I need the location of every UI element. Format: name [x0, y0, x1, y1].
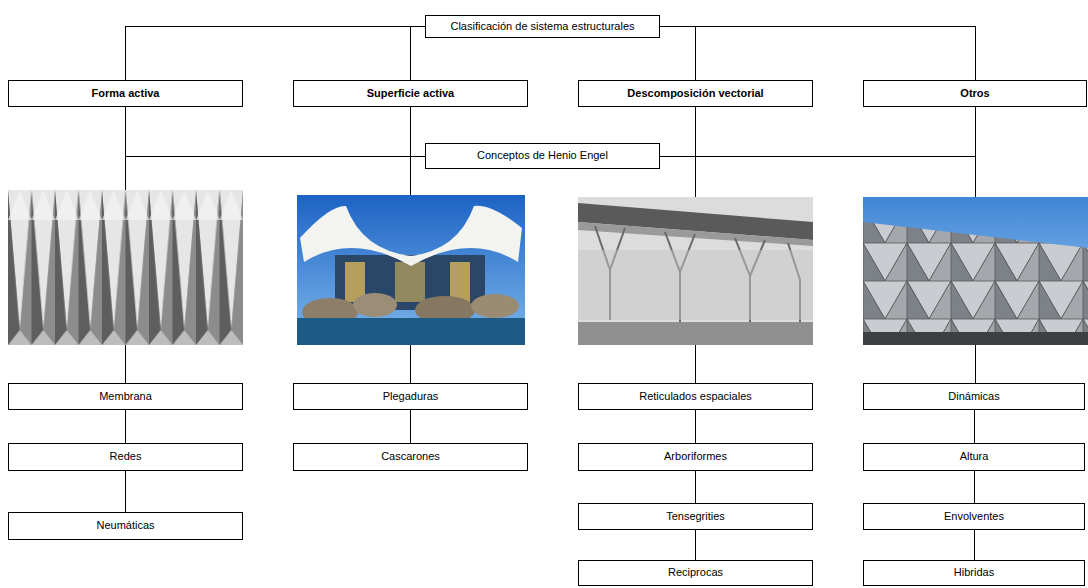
tree-connector [660, 27, 696, 81]
category-box: Forma activa [8, 80, 243, 107]
box-label: Otros [960, 87, 989, 100]
item-box: Plegaduras [293, 383, 528, 410]
box-label: Altura [960, 450, 989, 463]
tree-connector [411, 27, 426, 81]
tree-connector [974, 471, 975, 503]
item-box: Altura [863, 443, 1085, 471]
box-label: Superficie activa [367, 87, 454, 100]
category-box: Superficie activa [293, 80, 528, 107]
box-label: Envolventes [944, 510, 1004, 523]
box-label: Reciprocas [668, 566, 723, 579]
box-label: Reticulados espaciales [639, 390, 752, 403]
category-box: Otros [863, 80, 1087, 107]
item-box: Tensegrities [578, 503, 813, 530]
tree-connector [125, 471, 126, 512]
photo-shell [297, 195, 525, 345]
box-label: Neumáticas [96, 519, 154, 532]
category-box: Descomposición vectorial [578, 80, 813, 107]
box-label: Plegaduras [383, 390, 439, 403]
tree-connector [695, 471, 696, 503]
box-label: Conceptos de Henio Engel [477, 149, 608, 162]
box-label: Clasificación de sistema estructurales [450, 20, 634, 33]
photo-triangle-facade [863, 197, 1088, 345]
tree-connector [126, 27, 426, 81]
item-box: Reciprocas [578, 560, 813, 586]
box-label: Descomposición vectorial [627, 87, 763, 100]
item-box: Arboriformes [578, 443, 813, 471]
tree-connector [974, 410, 975, 443]
item-box: Neumáticas [8, 512, 243, 540]
tree-connector [125, 410, 126, 443]
photo-space-frame [578, 197, 813, 345]
item-box: Cascarones [293, 443, 528, 471]
box-label: Hibridas [954, 566, 994, 579]
box-label: Cascarones [381, 450, 440, 463]
tree-connector [974, 530, 975, 560]
tree-connector [410, 410, 411, 443]
box-label: Dinámicas [948, 390, 999, 403]
item-box: Hibridas [863, 560, 1085, 586]
tree-connector [695, 530, 696, 560]
item-box: Dinámicas [863, 383, 1085, 410]
item-box: Reticulados espaciales [578, 383, 813, 410]
tree-connector [695, 410, 696, 443]
box-label: Forma activa [92, 87, 160, 100]
photo-folded-facade [8, 190, 243, 345]
item-box: Redes [8, 443, 243, 471]
root-box: Clasificación de sistema estructurales [425, 15, 660, 38]
tree-connector [660, 27, 975, 81]
box-label: Tensegrities [666, 510, 725, 523]
item-box: Envolventes [863, 503, 1085, 530]
box-label: Membrana [99, 390, 152, 403]
tree-connector [126, 107, 426, 156]
item-box: Membrana [8, 383, 243, 410]
tree-connector [660, 107, 975, 156]
concept-box: Conceptos de Henio Engel [425, 143, 660, 169]
box-label: Redes [110, 450, 142, 463]
box-label: Arboriformes [664, 450, 727, 463]
